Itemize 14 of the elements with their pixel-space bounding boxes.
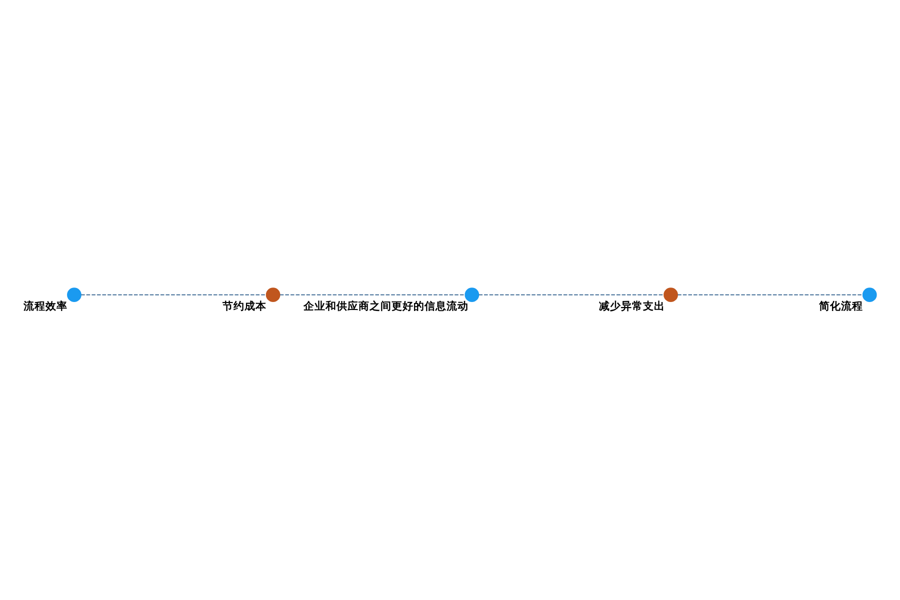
- connector: [80, 294, 267, 295]
- connector: [478, 294, 664, 295]
- connector: [677, 294, 864, 295]
- connector: [280, 294, 466, 295]
- node-label: 企业和供应商之间更好的信息流动: [303, 300, 468, 312]
- node-circle: [67, 287, 82, 302]
- node-label: 减少异常支出: [598, 300, 665, 312]
- node-circle: [266, 287, 280, 302]
- node-circle: [862, 287, 877, 302]
- node-label: 节约成本: [222, 300, 266, 312]
- node-label: 流程效率: [24, 300, 68, 312]
- node-circle: [664, 287, 678, 302]
- node-label: 简化流程: [818, 300, 863, 312]
- node-circle: [464, 287, 480, 302]
